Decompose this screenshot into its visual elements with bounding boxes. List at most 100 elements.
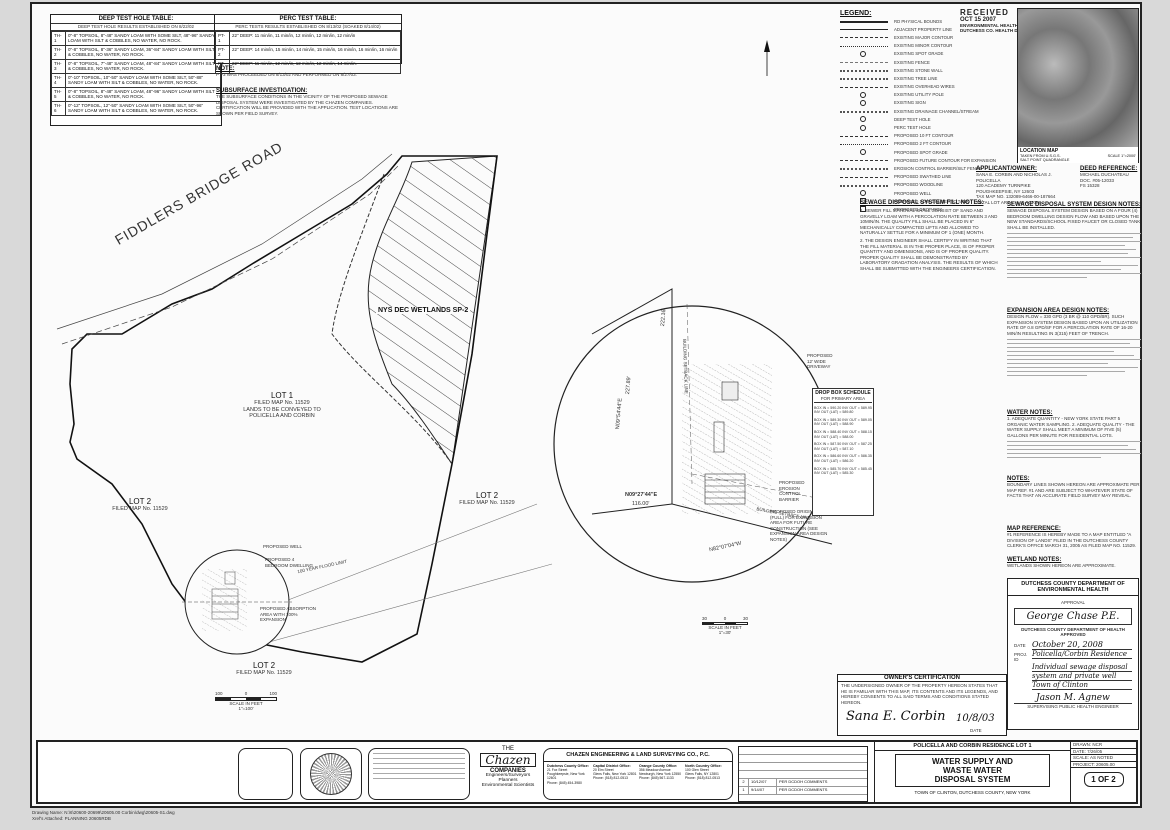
legend-label: EXISTING STONE WALL bbox=[894, 67, 943, 73]
perc-test-subtitle: PERC TESTS RESULTS ESTABLISHED ON 8/13/0… bbox=[215, 24, 401, 31]
revision-desc: PER DCDOH COMMENTS bbox=[779, 787, 828, 792]
lot2-left-block: LOT 2 FILED MAP No. 11529 bbox=[100, 497, 180, 513]
dept-project-label: PROJ. ID bbox=[1014, 651, 1028, 663]
legend-item: EXISTING SPOT GRADE bbox=[840, 50, 1000, 58]
legend-item: PROPOSED FUTURE CONTOUR FOR EXPANSION bbox=[840, 156, 1000, 164]
fill-note-item: 2. THE DESIGN ENGINEER SHALL CERTIFY IN … bbox=[860, 237, 998, 271]
lot2-right-title: LOT 2 bbox=[475, 491, 499, 500]
footer-line1: Drawing Name: N:\6\20600-20699\20605.00 … bbox=[32, 810, 175, 815]
legend-symbol bbox=[840, 44, 888, 48]
owners-cert-text: THE UNDERSIGNED OWNER OF THE PROPERTY HE… bbox=[841, 683, 998, 705]
owners-signature: Sana E. Corbin bbox=[846, 709, 946, 724]
expansion-notes-filler bbox=[1007, 339, 1141, 377]
office-line: 21 Fox Street bbox=[547, 768, 568, 772]
legend-symbol bbox=[840, 60, 888, 64]
legend-label: PERC TEST HOLE bbox=[894, 125, 931, 131]
lot1-line1: LANDS TO BE CONVEYED TO bbox=[243, 406, 321, 413]
logo-line5: Planners bbox=[498, 777, 518, 783]
office-line: Poughkeepsie, New York 12601 bbox=[547, 772, 585, 781]
design-notes-title: SEWAGE DISPOSAL SYSTEM DESIGN NOTES: bbox=[1007, 202, 1141, 208]
legend-symbol bbox=[840, 50, 888, 57]
legend-item: PERC TEST HOLE bbox=[840, 123, 1000, 131]
legend-item: PROPOSED WOODLINE bbox=[840, 181, 1000, 189]
subsurface-title: SUBSURFACE INVESTIGATION: bbox=[216, 88, 308, 94]
applicant-title: APPLICANT/OWNER: bbox=[976, 166, 1037, 172]
water-notes: WATER NOTES: 1. ADEQUATE QUANTITY - NEW … bbox=[1007, 410, 1141, 461]
drop-box-title: DROP BOX SCHEDULE bbox=[815, 390, 871, 396]
legend-item: PROPOSED 1,000 GAL SEPTIC TANK bbox=[840, 197, 1000, 205]
legend-symbol bbox=[840, 76, 888, 81]
office-line: Phone: (845) 454-3980 bbox=[547, 780, 582, 785]
deep-test-subtitle: DEEP TEST HOLE RESULTS ESTABLISHED ON 8/… bbox=[51, 24, 221, 31]
drop-box-row: BOX IN = 589.30 INV OUT = 589.05 INV OUT… bbox=[814, 417, 872, 427]
deep-test-hole-table: DEEP TEST HOLE TABLE: DEEP TEST HOLE RES… bbox=[50, 14, 222, 126]
dept-date-value: October 20, 2008 bbox=[1032, 640, 1132, 650]
office-line: 20 Elm Street bbox=[593, 768, 614, 772]
location-text: TOWN OF CLINTON, DUTCHESS COUNTY, NEW YO… bbox=[914, 790, 1031, 795]
dept-signer: Jason M. Agnew bbox=[1036, 692, 1110, 703]
legend-label: RD PHYSICAL BOUNDS bbox=[894, 18, 943, 24]
logo-line2: Chazen bbox=[480, 753, 536, 767]
note-block: NOTE: PT-3 WAS PROCEEDED ON 8/13/02 AND … bbox=[216, 66, 406, 78]
chazen-logo: THE Chazen COMPANIES Engineers/Surveyors… bbox=[478, 746, 538, 802]
revision-row-empty bbox=[739, 763, 867, 771]
perc-test-title: PERC TEST TABLE: bbox=[215, 15, 401, 24]
office-line: 100 Glen Street bbox=[685, 768, 709, 772]
dept-project-value: Policella/Corbin Residence bbox=[1032, 650, 1132, 659]
location-map-title: LOCATION MAP bbox=[1020, 148, 1059, 154]
legend-symbol bbox=[840, 190, 888, 197]
legend-item: EROSION CONTROL BARRIER/SILT FENCE bbox=[840, 164, 1000, 172]
legend-label: EXISTING TREE LINE bbox=[894, 75, 938, 81]
legend-label: PROPOSED WELL bbox=[894, 190, 932, 196]
revision-row-empty bbox=[739, 755, 867, 763]
lot2-right-block: LOT 2 FILED MAP No. 11529 bbox=[447, 491, 527, 507]
revision-desc: PER DCDOH COMMENTS bbox=[779, 779, 828, 784]
drop-box-row: BOX IN = 588.40 INV OUT = 588.15 INV OUT… bbox=[814, 429, 872, 439]
legend-symbol bbox=[840, 68, 888, 73]
main-scale-ratio: 1"=100' bbox=[238, 706, 254, 712]
lot1-line2: POLICELLA AND CORBIN bbox=[249, 413, 315, 420]
small-proposed-well: PROPOSED WELL bbox=[263, 544, 303, 549]
legend-item: EXISTING OVERHEAD WIRES bbox=[840, 83, 1000, 91]
scale-tick: 30 bbox=[702, 616, 708, 621]
dept-approved: APPROVED bbox=[1060, 632, 1086, 638]
applicant-line: SANA E. CORBIN AND NICHOLAS J. POLICELLA bbox=[976, 172, 1052, 183]
legend-item: PROPOSED SWATHED LINE bbox=[840, 173, 1000, 181]
legend-symbol bbox=[840, 149, 888, 156]
legend-label: PROPOSED DROP BOX bbox=[894, 206, 943, 212]
sheet-title-2: WASTE WATER bbox=[943, 766, 1002, 775]
subsurface-text: THE SUBSURFACE CONDITIONS IN THE VICINIT… bbox=[216, 94, 399, 116]
dept-project-line3: system and private well bbox=[1032, 672, 1132, 681]
drop-box-rows: BOX IN = 590.20 INV OUT = 589.95 INV OUT… bbox=[814, 406, 872, 476]
legend-label: PROPOSED 10 FT CONTOUR bbox=[894, 133, 954, 139]
legend-label: EXISTING SIGN bbox=[894, 100, 926, 106]
legend-symbol bbox=[840, 99, 888, 106]
legend-symbol bbox=[840, 142, 888, 146]
note-title: NOTE: bbox=[216, 66, 235, 72]
project-title: POLICELLA AND CORBIN RESIDENCE LOT 1 bbox=[875, 742, 1070, 751]
drop-box-row: BOX IN = 590.20 INV OUT = 589.95 INV OUT… bbox=[814, 405, 872, 415]
office-line: 356 Meadow Avenue bbox=[639, 768, 671, 772]
map-reference: MAP REFERENCE: #1 REFERENCE IS HEREBY MA… bbox=[1007, 526, 1141, 549]
expansion-notes-text: DESIGN FLOW = 330 GPD (3 BR @ 110 GPD/BR… bbox=[1007, 314, 1138, 336]
small-proposed-absorption: PROPOSED ABSORPTION AREA WITH 100% EXPAN… bbox=[260, 606, 317, 623]
legend-symbol bbox=[840, 183, 888, 187]
footer-line2: Xref's Attached: PLANNING 20605RDB bbox=[32, 816, 111, 821]
legend-item: EXISTING TREE LINE bbox=[840, 74, 1000, 82]
legend-label: EROSION CONTROL BARRIER/SILT FENCE bbox=[894, 165, 982, 171]
legend-item: PROPOSED SPOT GRADE bbox=[840, 148, 1000, 156]
legend-symbol bbox=[840, 175, 888, 179]
small-proposed-dwelling: PROPOSED 4 BEDROOM DWELLING bbox=[265, 557, 314, 568]
title-block: THE Chazen COMPANIES Engineers/Surveyors… bbox=[36, 740, 1138, 804]
applicant-line: POUGHKEEPSIE, NY 12603 bbox=[976, 188, 1035, 194]
applicant-tax: TAX MAP NO. 132089-6466-00-187664 bbox=[976, 194, 1056, 200]
applicant-line: 120 ACADEMY TURNPIKE bbox=[976, 183, 1031, 189]
legend-item: PROPOSED 10 FT CONTOUR bbox=[840, 132, 1000, 140]
water-notes-text: 1. ADEQUATE QUANTITY - NEW YORK STATE PA… bbox=[1007, 416, 1135, 438]
